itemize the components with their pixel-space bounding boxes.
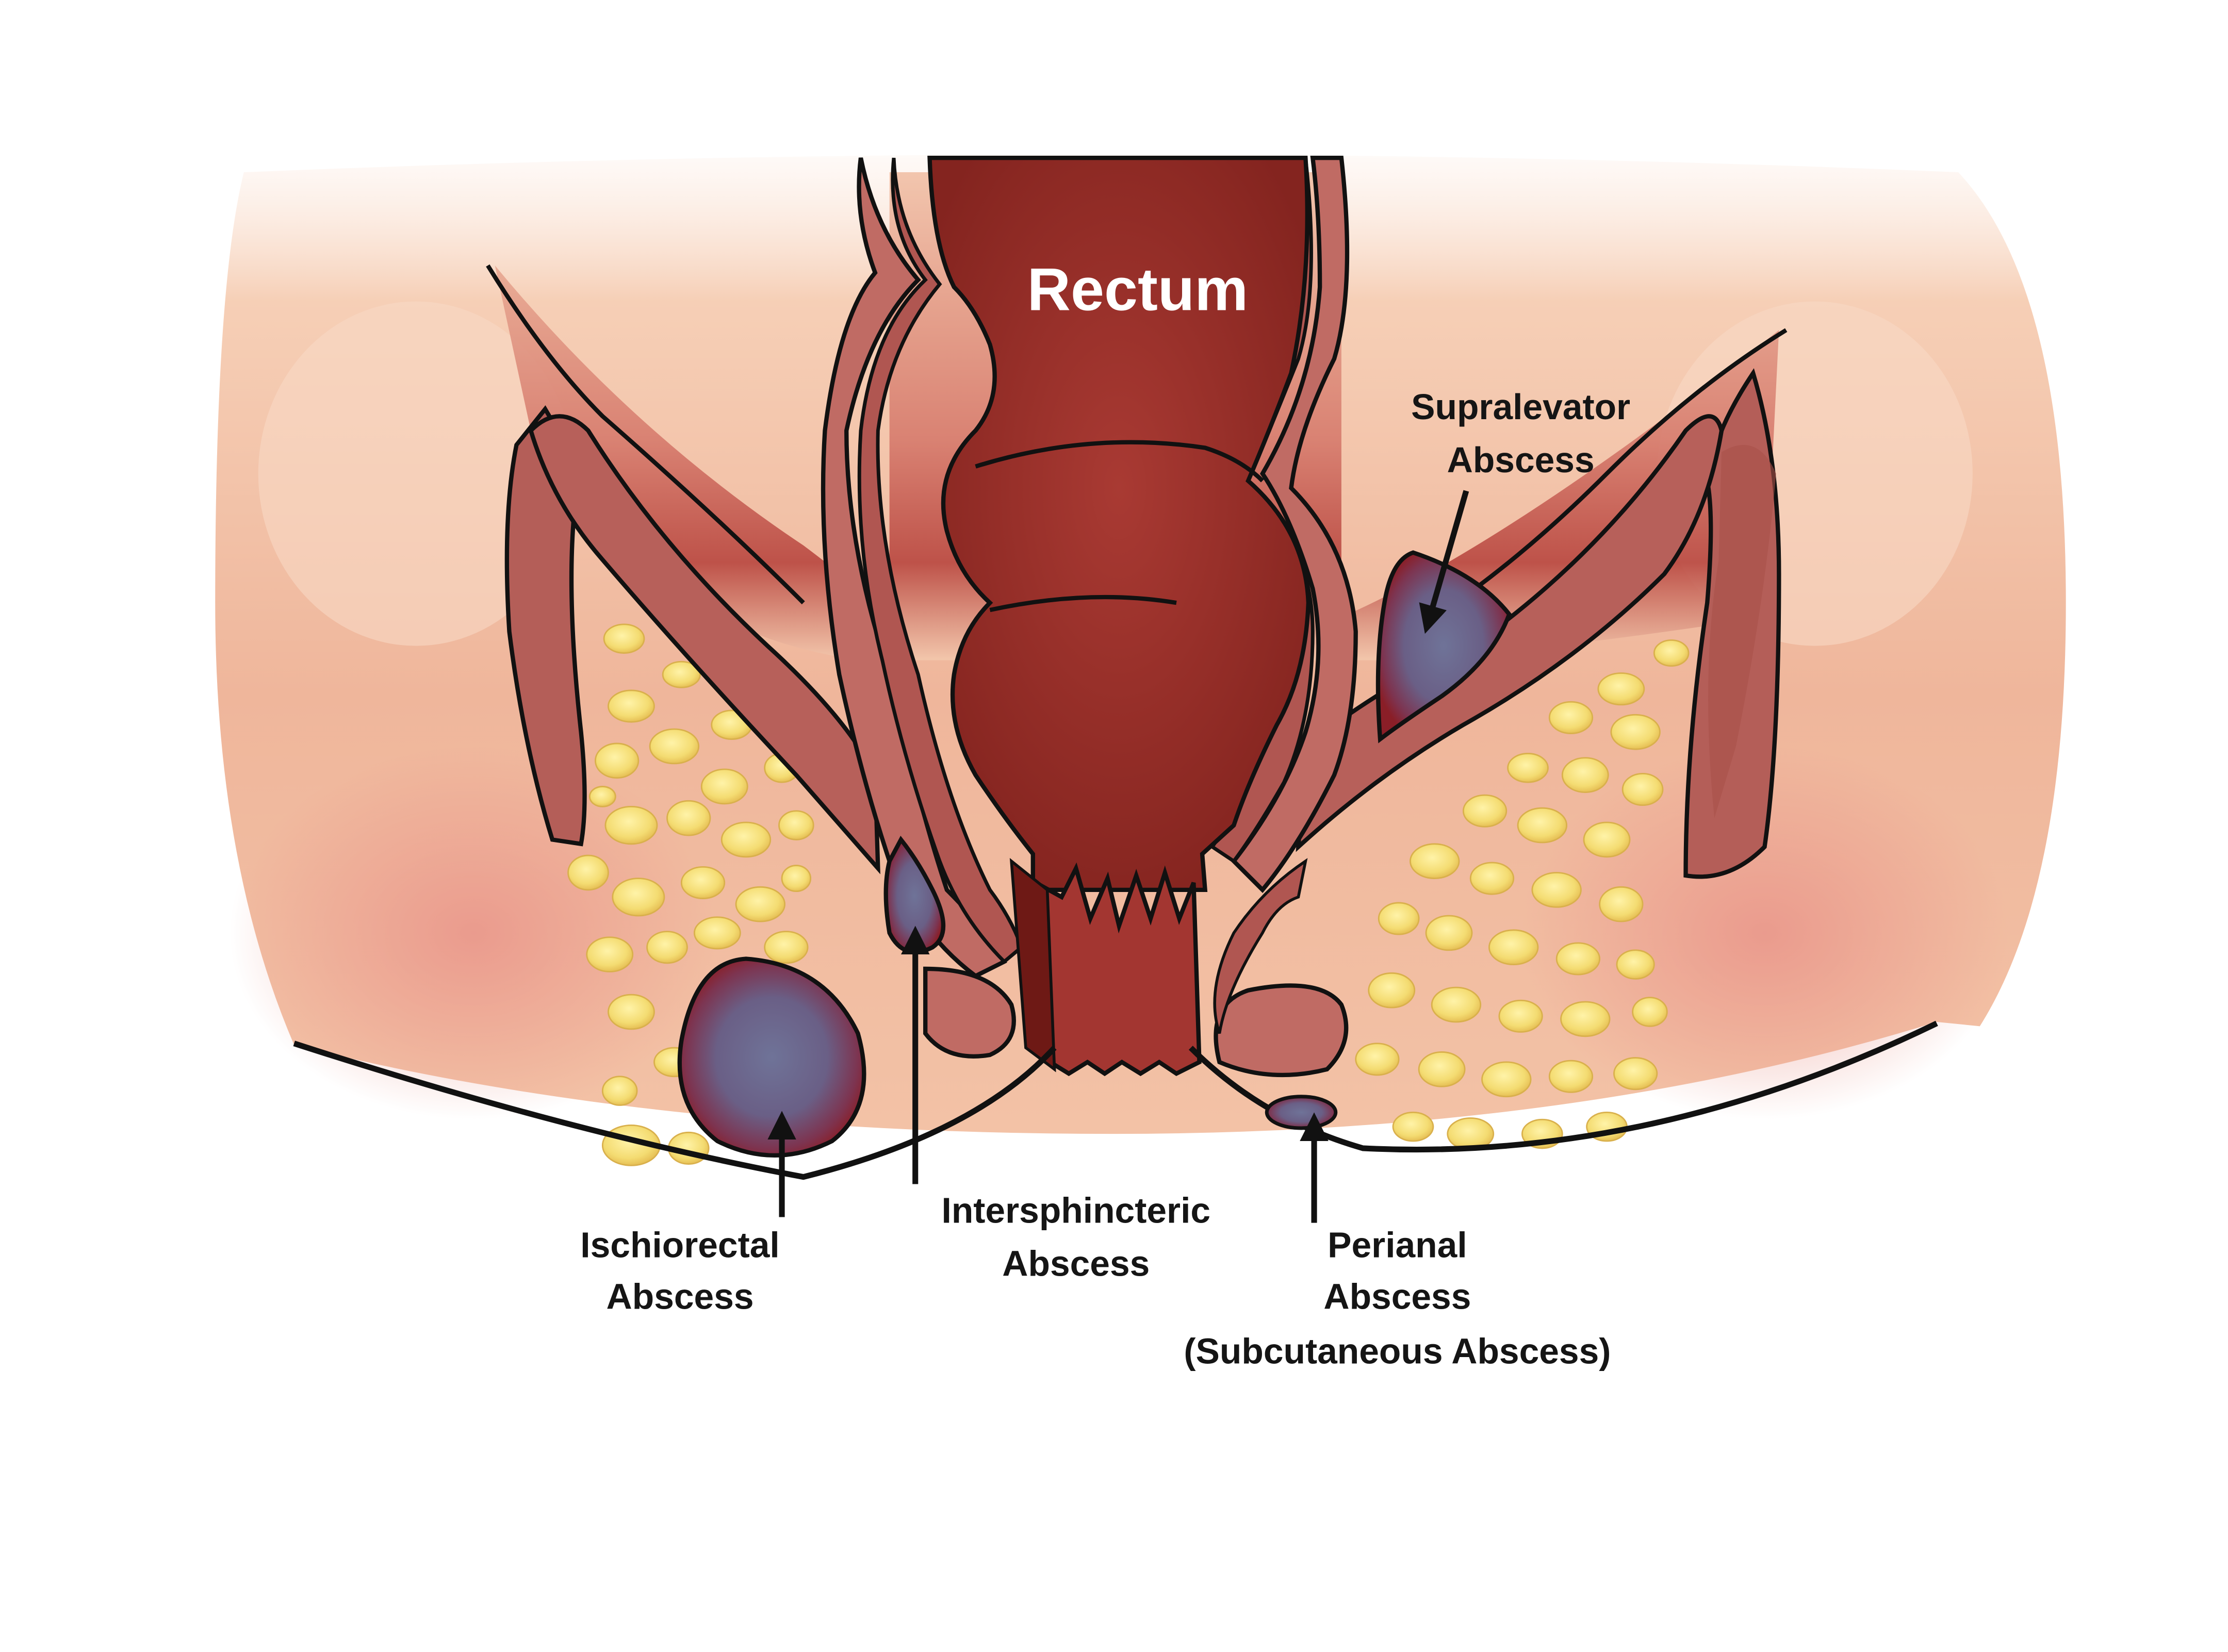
supralevator-label: Supralevator Abscess — [1411, 387, 1630, 480]
pelvic-outline-lines — [486, 264, 1788, 619]
perianal-label-line2: Abscess — [1323, 1277, 1471, 1317]
perianal-abscess — [1265, 1095, 1338, 1130]
perianal-label-line3: (Subcutaneous Abscess) — [1184, 1331, 1611, 1371]
supralevator-label-line1: Supralevator — [1411, 387, 1630, 427]
rectal-wall-left — [821, 157, 1024, 979]
perianal-label-line1: Perianal — [1328, 1225, 1467, 1265]
perianal-label: Perianal Abscess (Subcutaneous Abscess) — [1184, 1225, 1611, 1371]
ischiorectal-abscess — [677, 956, 866, 1158]
ischiorectal-label: Ischiorectal Abscess — [580, 1225, 779, 1316]
external-sphincter-right — [1213, 858, 1349, 1078]
intersphincteric-abscess — [883, 835, 946, 954]
rectum-label: Rectum — [1027, 255, 1248, 323]
supralevator-arrow — [1419, 490, 1469, 634]
external-sphincter-left — [923, 966, 1016, 1059]
ischiorectal-label-line2: Abscess — [607, 1277, 754, 1317]
intersphincteric-label-line2: Abscess — [1002, 1244, 1150, 1284]
supralevator-abscess — [1375, 550, 1512, 744]
anal-canal — [1009, 858, 1202, 1077]
levator-ani-right — [1296, 414, 1724, 852]
levator-ani-left — [528, 414, 880, 874]
label-arrows — [767, 490, 1469, 1223]
ischiorectal-fat-right — [1355, 639, 1690, 1151]
skin-surface — [293, 1020, 1938, 1180]
intersphincteric-label-line1: Intersphincteric — [942, 1191, 1211, 1231]
ischiorectal-label-line1: Ischiorectal — [580, 1225, 779, 1265]
rectum — [927, 156, 1311, 893]
intersphincteric-label: Intersphincteric Abscess — [942, 1191, 1211, 1284]
supralevator-label-line2: Abscess — [1447, 440, 1595, 480]
